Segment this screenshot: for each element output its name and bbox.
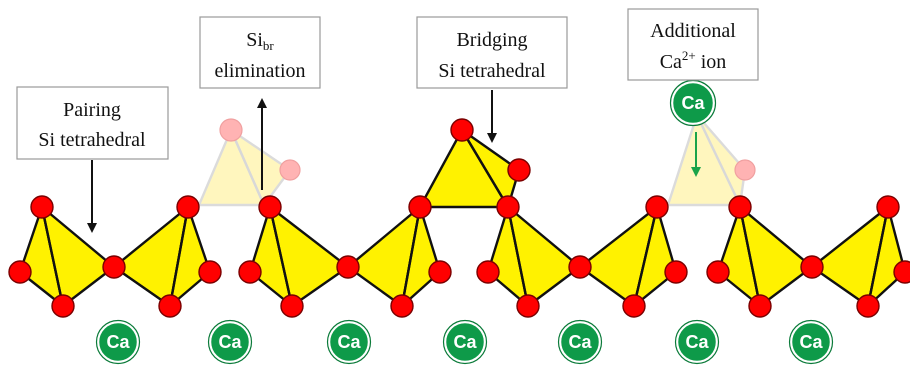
oxygen-atom (176, 195, 200, 219)
label-pairing-si-tetrahedral: Pairing Si tetrahedral (16, 86, 169, 160)
oxygen-atom (428, 260, 452, 284)
svg-text:Ca: Ca (106, 332, 130, 352)
oxygen-atom (390, 294, 414, 318)
oxygen-atom (408, 195, 432, 219)
calcium-ion: Ca (442, 319, 488, 365)
svg-text:Ca: Ca (799, 332, 823, 352)
label-additional-ca-ion: Additional Ca2+ ion (627, 8, 759, 81)
svg-text:Pairing: Pairing (63, 99, 121, 121)
bridging-tetrahedron (418, 128, 521, 209)
oxygen-atom (280, 294, 304, 318)
calcium-ion: Ca (788, 319, 834, 365)
oxygen-atom (706, 260, 730, 284)
oxygen-atom (30, 195, 54, 219)
eliminated-bridging-tetrahedron (197, 118, 301, 207)
calcium-ion: Ca (557, 319, 603, 365)
svg-text:Ca2+ ion: Ca2+ ion (660, 48, 727, 73)
svg-text:Ca: Ca (568, 332, 592, 352)
pairing-tetrahedra-segment-4 (716, 205, 907, 308)
calcium-ions: Ca Ca Ca Ca Ca Ca Ca (95, 319, 834, 365)
oxygen-atom (856, 294, 880, 318)
oxygen-atom (336, 255, 360, 279)
svg-text:Ca: Ca (681, 93, 705, 113)
oxygen-atom (158, 294, 182, 318)
svg-text:elimination: elimination (214, 60, 305, 82)
oxygen-atom (258, 195, 282, 219)
label-sibr-elimination: Sibr elimination (199, 16, 321, 89)
additional-calcium-ion: Ca (669, 79, 717, 127)
calcium-ion: Ca (674, 319, 720, 365)
oxygen-atom (893, 260, 910, 284)
pairing-tetrahedra-segment-1 (18, 205, 212, 308)
oxygen-atom (800, 255, 824, 279)
svg-text:Additional: Additional (650, 20, 736, 42)
calcium-ion: Ca (207, 319, 253, 365)
calcium-ion: Ca (326, 319, 372, 365)
oxygen-atom (645, 195, 669, 219)
oxygen-atom (507, 158, 531, 182)
oxygen-atom (728, 195, 752, 219)
faded-tetrahedron-under-additional-ca (666, 113, 756, 207)
oxygen-atom (516, 294, 540, 318)
oxygen-atom (476, 260, 500, 284)
oxygen-atom (622, 294, 646, 318)
oxygen-atom (198, 260, 222, 284)
oxygen-atom (238, 260, 262, 284)
oxygen-atom (664, 260, 688, 284)
oxygen-atom (51, 294, 75, 318)
oxygen-atom (102, 255, 126, 279)
oxygen-atoms (8, 118, 910, 318)
svg-text:Si tetrahedral: Si tetrahedral (438, 60, 546, 82)
svg-text:Bridging: Bridging (456, 29, 527, 51)
svg-text:Ca: Ca (685, 332, 709, 352)
svg-text:Si tetrahedral: Si tetrahedral (38, 129, 146, 151)
label-bridging-si-tetrahedral: Bridging Si tetrahedral (416, 16, 568, 89)
oxygen-atom (496, 195, 520, 219)
svg-text:Ca: Ca (218, 332, 242, 352)
svg-text:Sibr: Sibr (246, 29, 274, 53)
pairing-tetrahedra-segment-3 (486, 205, 678, 308)
oxygen-atom (568, 255, 592, 279)
oxygen-atom (450, 118, 474, 142)
svg-text:Ca: Ca (453, 332, 477, 352)
oxygen-atom (876, 195, 900, 219)
oxygen-atom (8, 260, 32, 284)
oxygen-atom (748, 294, 772, 318)
pairing-tetrahedra-segment-2 (248, 205, 442, 308)
calcium-ion: Ca (95, 319, 141, 365)
svg-text:Ca: Ca (337, 332, 361, 352)
